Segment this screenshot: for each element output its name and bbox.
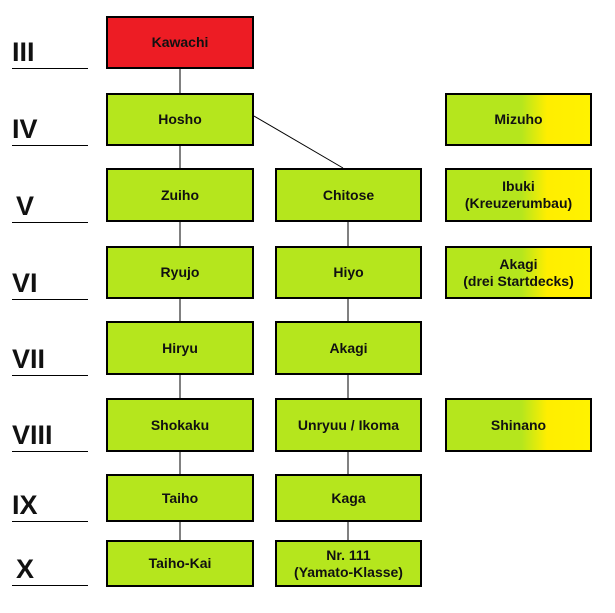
tier-text-iii: III	[12, 37, 35, 67]
ship-kaga[interactable]: Kaga	[275, 474, 422, 522]
tier-text-iv: IV	[12, 114, 38, 144]
ship-akagi[interactable]: Akagi	[275, 321, 422, 375]
tier-label-iii: III	[12, 24, 88, 69]
ship-kawachi[interactable]: Kawachi	[106, 16, 254, 69]
tier-text-vi: VI	[12, 268, 38, 298]
tier-label-iv: IV	[12, 101, 88, 146]
ship-zuiho[interactable]: Zuiho	[106, 168, 254, 222]
ship-taiho[interactable]: Taiho	[106, 474, 254, 522]
ship-chitose[interactable]: Chitose	[275, 168, 422, 222]
ship-shinano[interactable]: Shinano	[445, 398, 592, 452]
ship-shokaku[interactable]: Shokaku	[106, 398, 254, 452]
ship-taiho-kai[interactable]: Taiho-Kai	[106, 540, 254, 587]
ship-ryujo[interactable]: Ryujo	[106, 246, 254, 299]
tier-label-vi: VI	[12, 255, 88, 300]
tier-label-x: X	[12, 541, 88, 586]
ship-hiyo[interactable]: Hiyo	[275, 246, 422, 299]
tier-label-viii: VIII	[12, 407, 88, 452]
connector-hosho-chitose	[253, 115, 344, 169]
ship-nr-111[interactable]: Nr. 111 (Yamato-Klasse)	[275, 540, 422, 587]
tier-text-viii: VIII	[12, 420, 53, 450]
ship-hosho[interactable]: Hosho	[106, 93, 254, 146]
tier-label-ix: IX	[12, 477, 88, 522]
tier-text-v: V	[16, 191, 35, 221]
tier-text-vii: VII	[12, 344, 46, 374]
ship-akagi-startdecks[interactable]: Akagi (drei Startdecks)	[445, 246, 592, 299]
ship-mizuho[interactable]: Mizuho	[445, 93, 592, 146]
tier-text-ix: IX	[12, 490, 38, 520]
ship-unryuu-ikoma[interactable]: Unryuu / Ikoma	[275, 398, 422, 452]
tier-text-x: X	[16, 554, 35, 584]
tier-label-v: V	[12, 178, 88, 223]
ship-hiryu[interactable]: Hiryu	[106, 321, 254, 375]
tier-label-vii: VII	[12, 331, 88, 376]
ship-ibuki[interactable]: Ibuki (Kreuzerumbau)	[445, 168, 592, 222]
